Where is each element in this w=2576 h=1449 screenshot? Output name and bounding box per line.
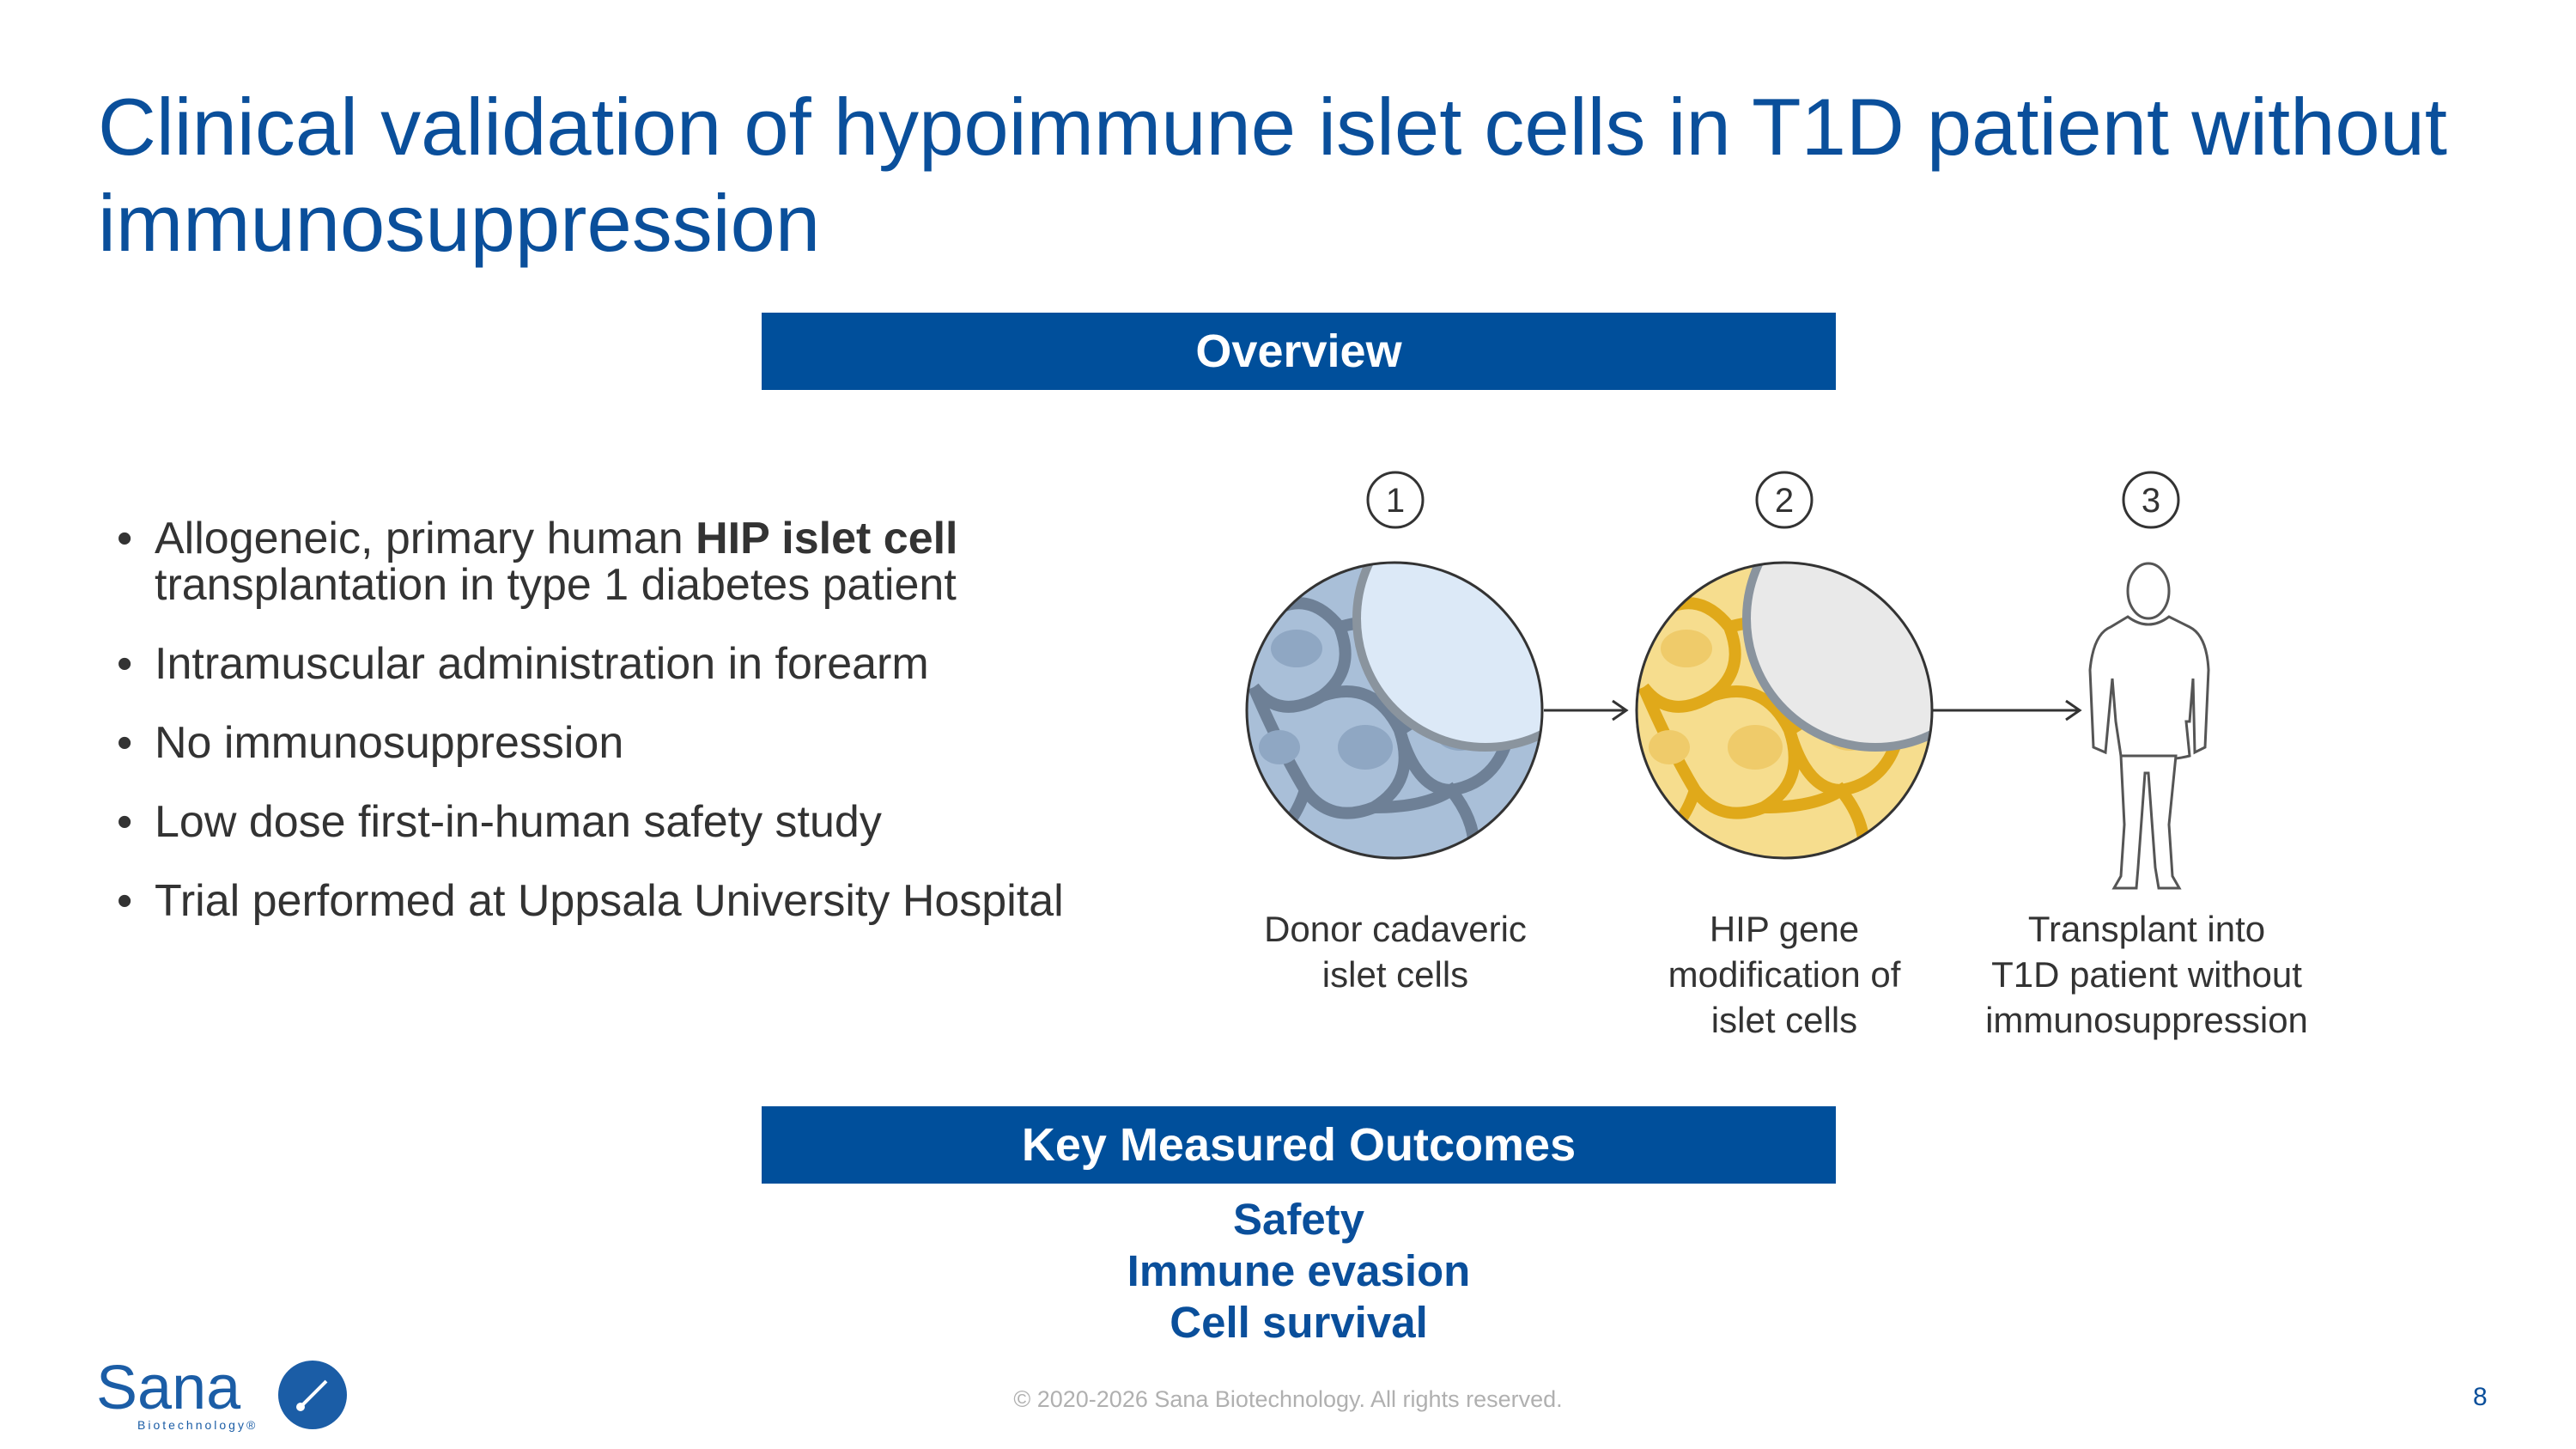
- bullet-text: Low dose first-in-human safety study: [155, 797, 882, 847]
- outcome-item: Cell survival: [1170, 1298, 1428, 1347]
- bullet-item: • No immunosuppression: [115, 720, 1094, 766]
- svg-text:Biotechnology®: Biotechnology®: [137, 1418, 258, 1432]
- bullet-text-continued: transplantation in type 1 diabetes patie…: [155, 560, 957, 610]
- outcome-item: Immune evasion: [1127, 1246, 1471, 1295]
- step-number-1: 1: [1366, 471, 1425, 529]
- svg-text:Sana: Sana: [96, 1355, 241, 1422]
- donor-islet-cells-illustration: [1245, 561, 1544, 860]
- outcome-item: Safety: [1232, 1195, 1365, 1244]
- bullet-text: Intramuscular administration in forearm: [155, 639, 929, 689]
- svg-text:3: 3: [2142, 482, 2160, 520]
- svg-text:2: 2: [1775, 482, 1794, 520]
- page-title: Clinical validation of hypoimmune islet …: [98, 82, 2448, 268]
- hip-modified-islet-cells-illustration: [1635, 561, 1934, 860]
- arrow-icon: [1932, 699, 2082, 721]
- bullet-text: No immunosuppression: [155, 718, 624, 768]
- bullet-item: • Intramuscular administration in forearm: [115, 641, 1094, 687]
- svg-text:1: 1: [1386, 482, 1405, 520]
- arrow-icon: [1544, 699, 1629, 721]
- copyright-footer: © 2020-2026 Sana Biotechnology. All righ…: [1013, 1386, 1563, 1412]
- outcomes-list: Safety Immune evasion Cell survival: [762, 1194, 1836, 1349]
- step-number-2: 2: [1755, 471, 1814, 529]
- bullet-bold-text: HIP islet cell: [696, 514, 958, 563]
- bullet-dot: •: [117, 876, 133, 926]
- step-1-caption: Donor cadaveric islet cells: [1264, 909, 1527, 995]
- bullet-dot: •: [117, 639, 133, 689]
- bullet-item: • Trial performed at Uppsala University H…: [115, 878, 1094, 924]
- key-outcomes-banner: Key Measured Outcomes: [762, 1106, 1836, 1184]
- bullet-item: • Low dose first-in-human safety study: [115, 799, 1094, 845]
- bullet-dot: •: [117, 797, 133, 847]
- bullet-text: Trial performed at Uppsala University Ho…: [155, 876, 1064, 926]
- step-number-3: 3: [2122, 471, 2180, 529]
- bullet-dot: •: [117, 718, 133, 768]
- step-2-caption: HIP gene modification of islet cells: [1668, 909, 1901, 1040]
- page-number: 8: [2473, 1383, 2488, 1411]
- process-diagram: 1 2 3: [1245, 471, 2210, 890]
- sana-logo: Sana Biotechnology®: [96, 1355, 347, 1432]
- patient-figure-icon: [2088, 562, 2210, 890]
- bullet-dot: •: [117, 514, 133, 563]
- bullet-text: Allogeneic, primary human: [155, 514, 696, 563]
- overview-bullet-list: • Allogeneic, primary human HIP islet cel…: [115, 515, 1094, 957]
- step-3-caption: Transplant into T1D patient without immu…: [1985, 909, 2308, 1040]
- bullet-item: • Allogeneic, primary human HIP islet cel…: [115, 515, 1094, 608]
- overview-banner: Overview: [762, 313, 1836, 390]
